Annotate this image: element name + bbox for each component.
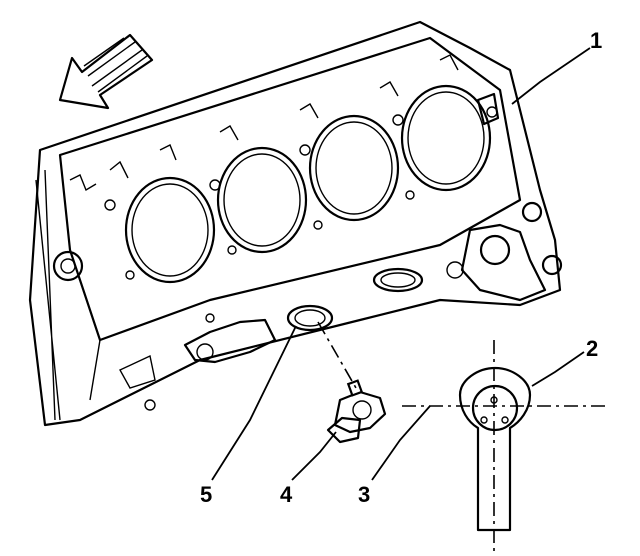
front-direction-arrow-icon [58,33,154,110]
cylinder-bore-2 [216,146,308,254]
callout-3: 3 [358,482,371,507]
cylinder-bore-1 [124,176,216,284]
leader-lines [211,47,591,481]
block-side-features [119,267,424,411]
leader-2 [531,351,585,387]
leader-4 [291,431,337,481]
detail-view [458,366,532,532]
cylinder-bore-4 [400,84,492,192]
callout-5: 5 [200,482,213,507]
callout-1: 1 [590,28,603,53]
engine-block [28,20,562,427]
leader-5 [211,325,297,481]
leader-3 [371,405,431,481]
cylinder-bores [104,84,500,284]
callout-4: 4 [280,482,293,507]
center-lines [317,321,605,556]
expansion-plug-bore [286,304,334,332]
oil-filter-boss [446,201,563,302]
leader-1 [511,47,591,105]
cylinder-bore-3 [308,114,400,222]
part-4-plug [326,379,387,444]
callout-2: 2 [586,336,599,361]
